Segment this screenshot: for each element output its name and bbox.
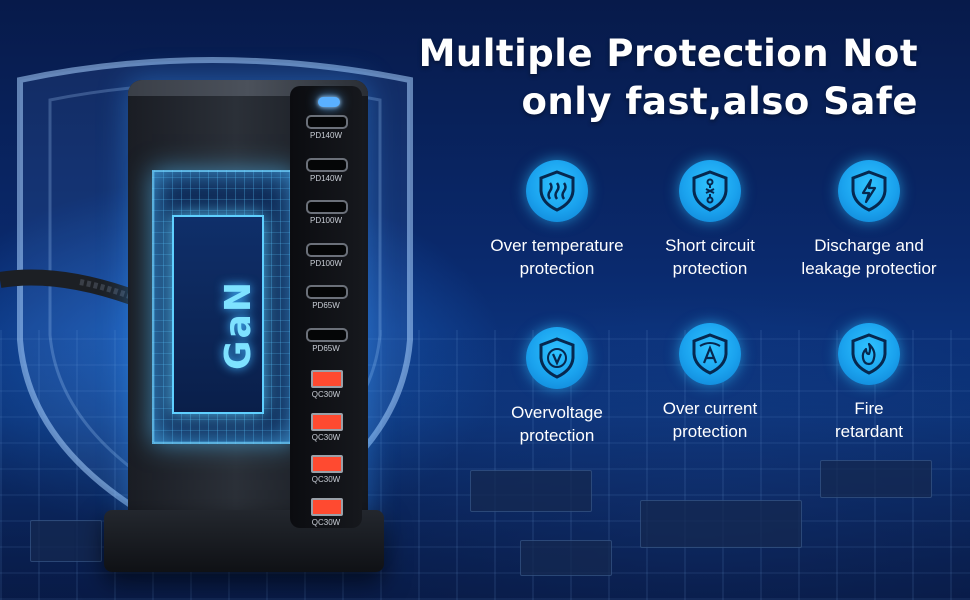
feature-label-line-2: protection: [519, 259, 595, 278]
usb-c-port: [306, 200, 348, 214]
headline-line-2: only fast,also Safe: [521, 80, 918, 123]
circuit-chip: [520, 540, 612, 576]
circuit-shield-icon: [679, 160, 741, 222]
ampere-shield-icon: [679, 323, 741, 385]
port-wattage-label: PD100W: [309, 216, 342, 225]
circuit-chip: [30, 520, 102, 562]
heat-wave-shield-icon: [526, 160, 588, 222]
port-wattage-label: PD65W: [312, 301, 340, 310]
port-wattage-label: PD65W: [312, 343, 340, 353]
port-wattage-label: QC30W: [311, 475, 341, 484]
circuit-chip: [820, 460, 932, 498]
flame-shield-icon: [838, 323, 900, 385]
gan-chip-label: GaN: [218, 280, 259, 370]
usb-a-port: [311, 497, 343, 516]
feature-label-line-2: protection: [672, 259, 748, 278]
voltage-shield-icon: [526, 327, 588, 389]
circuit-chip: [640, 500, 802, 548]
feature-discharge-leakage: Discharge and leakage protectior: [784, 160, 954, 280]
feature-short-circuit: Short circuit protection: [625, 160, 795, 280]
port-wattage-label: QC30W: [311, 432, 341, 442]
headline-line-1: Multiple Protection Not: [418, 32, 918, 75]
port-wattage-label: PD140W: [309, 173, 342, 183]
feature-label-line-1: Overvoltage: [511, 403, 603, 422]
feature-over-current: Over current protection: [625, 323, 795, 443]
usb-a-port: [311, 370, 343, 388]
usb-c-port: [306, 115, 348, 129]
feature-label-line-2: leakage protectior: [801, 259, 937, 278]
feature-label-line-2: protection: [672, 422, 748, 441]
usb-c-port: [306, 242, 348, 257]
feature-label-line-1: Fire: [854, 399, 884, 418]
port-wattage-label: PD100W: [309, 258, 342, 268]
feature-fire-retardant: Fire retardant: [784, 323, 954, 443]
port-wattage-label: PD140W: [309, 131, 342, 140]
power-indicator-led: [318, 97, 340, 107]
feature-label-line-1: Short circuit: [665, 236, 755, 255]
feature-label-line-2: protection: [519, 426, 595, 445]
feature-label-line-1: Over current: [662, 399, 758, 418]
feature-label-line-1: Discharge and: [814, 236, 924, 255]
usb-a-port: [311, 455, 343, 473]
port-wattage-label: QC30W: [311, 517, 341, 527]
feature-label-line-1: Over temperature: [490, 236, 624, 255]
usb-c-port: [306, 327, 348, 342]
feature-over-temperature: Over temperature protection: [472, 160, 642, 280]
usb-c-port: [306, 157, 348, 172]
circuit-chip: [470, 470, 592, 512]
lightning-shield-icon: [838, 160, 900, 222]
usb-a-port: [311, 412, 343, 431]
headline: Multiple Protection Not only fast,also S…: [419, 30, 918, 126]
port-wattage-label: QC30W: [311, 390, 341, 399]
usb-c-port: [306, 285, 348, 299]
feature-label-line-2: retardant: [834, 422, 904, 441]
gan-chip: [172, 215, 264, 414]
feature-overvoltage: Overvoltage protection: [472, 327, 642, 447]
